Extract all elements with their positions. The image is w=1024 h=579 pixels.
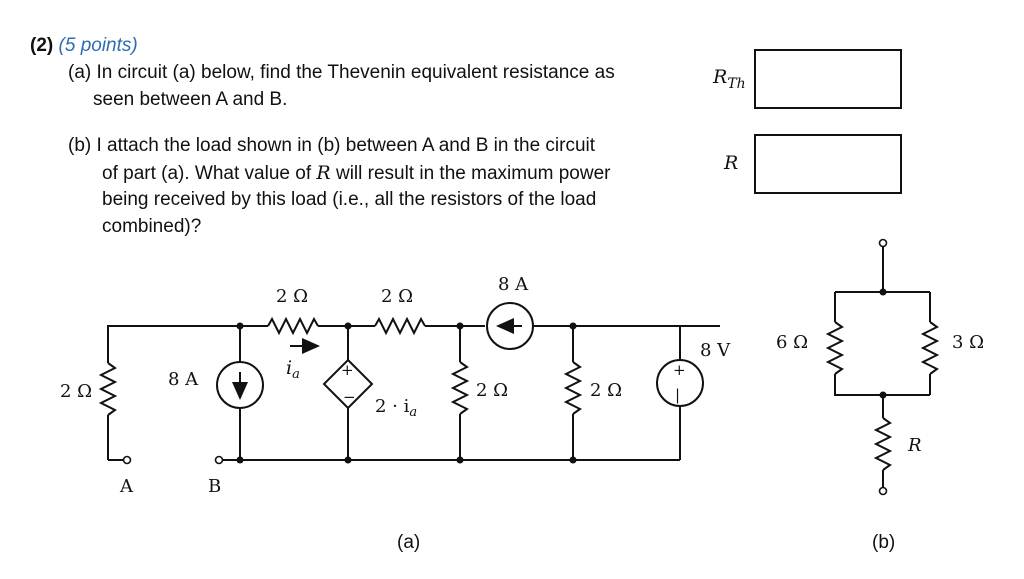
- rth-label: RTh: [713, 66, 746, 92]
- terminal-b: [214, 455, 224, 465]
- rth-label-sub: Th: [727, 75, 746, 92]
- terminal-b-top: [878, 238, 888, 248]
- resistor-6ohm: [825, 321, 845, 375]
- label-r-top1: 2 Ω: [276, 286, 308, 307]
- label-8a-top: 8 A: [498, 274, 529, 295]
- rth-label-main: R: [713, 66, 728, 88]
- label-r-mid: 2 Ω: [476, 380, 508, 401]
- resistor-right: [563, 361, 583, 415]
- caption-a: (a): [397, 532, 420, 553]
- rth-answer-box[interactable]: [754, 49, 902, 109]
- vs-minus: |: [675, 386, 680, 404]
- dep-plus: +: [341, 361, 354, 379]
- wire-left-up: [107, 325, 240, 363]
- label-ia-sub: a: [292, 367, 300, 382]
- resistor-3ohm: [920, 321, 940, 375]
- label-dep-sub: a: [409, 405, 417, 420]
- label-r-top2: 2 Ω: [381, 286, 413, 307]
- r-label: R: [724, 152, 739, 174]
- part-b-line3: being received by this load (i.e., all t…: [102, 189, 597, 210]
- problem-points: (5 points): [58, 35, 138, 56]
- terminal-b-bottom: [878, 486, 888, 496]
- part-b-line2: of part (a). What value of R will result…: [102, 160, 611, 187]
- label-6ohm: 6 Ω: [776, 332, 808, 353]
- part-b-line2-pre: of part (a). What value of: [102, 163, 317, 184]
- caption-b: (b): [872, 532, 895, 553]
- part-b-line4: combined)?: [102, 216, 202, 237]
- label-r-var: R: [907, 435, 922, 456]
- part-a-line1: (a) In circuit (a) below, find the Theve…: [68, 62, 615, 83]
- label-dep: 2 · ia: [375, 396, 417, 420]
- problem-number: (2): [30, 35, 54, 56]
- label-dep-main: 2 · i: [375, 396, 410, 417]
- r-answer-box[interactable]: [754, 134, 902, 194]
- label-8a-left: 8 A: [168, 369, 199, 390]
- part-b-r-variable: R: [316, 162, 331, 184]
- label-3ohm: 3 Ω: [952, 332, 984, 353]
- label-8v: 8 V: [700, 340, 731, 361]
- resistor-mid: [450, 361, 470, 415]
- resistor-top1: [267, 316, 319, 336]
- part-b-line2-post: will result in the maximum power: [330, 163, 611, 184]
- label-r-left: 2 Ω: [60, 381, 92, 402]
- problem-header: (2) (5 points): [30, 33, 138, 59]
- dep-minus: −: [343, 388, 356, 406]
- vs-plus: +: [673, 361, 686, 379]
- resistor-r: [873, 417, 893, 471]
- terminal-a: [122, 455, 132, 465]
- label-node-a: A: [119, 476, 134, 497]
- part-b-line1: (b) I attach the load shown in (b) betwe…: [68, 135, 596, 156]
- label-r-right: 2 Ω: [590, 380, 622, 401]
- label-node-b: B: [208, 476, 221, 497]
- label-ia: ia: [286, 357, 300, 382]
- resistor-left: [98, 362, 118, 416]
- label-ia-main: i: [286, 357, 292, 379]
- resistor-top2: [374, 316, 426, 336]
- part-a-line2: seen between A and B.: [93, 89, 288, 110]
